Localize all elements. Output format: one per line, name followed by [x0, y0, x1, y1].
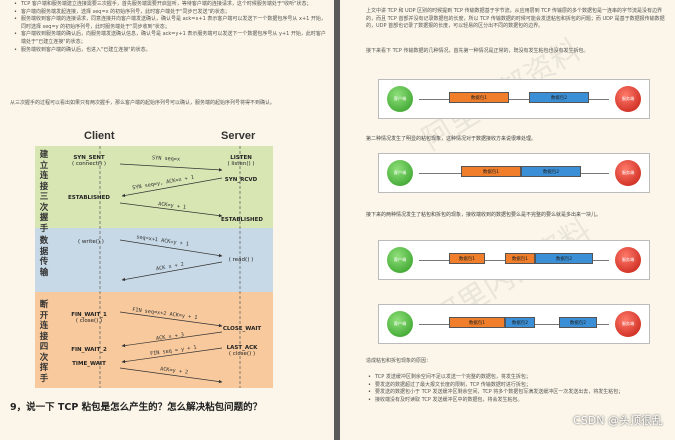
cause-item: 要发送的数据超过了最大报文长度的限制，TCP 传输数据时进行拆包；: [366, 382, 666, 390]
csdn-watermark: CSDN @头顶很乱: [573, 414, 663, 427]
packet-1-part: 数据包1: [449, 253, 485, 264]
causes-list: TCP 发送缓冲区剩余空间不足以发送一个完整的数据包，将发生拆包； 要发送的数据…: [366, 374, 666, 404]
arrow-data: [119, 239, 223, 258]
arrow-ack: [119, 202, 223, 218]
server-node: 服务端: [615, 86, 641, 112]
packet-diagram-split-b: 客户端 数据包1 数据包2 数据包2 服务端: [378, 304, 650, 344]
packet-2-part: 数据包2: [505, 317, 535, 328]
arrow-syn-ack: [121, 177, 223, 198]
packet-diagram-sticky: 客户端 数据包1 数据包2 服务端: [378, 153, 650, 193]
bullet-item: 服务端收到客户端的连接请求，同意连接并向客户端发送确认，确认号是 ack=x+1…: [12, 16, 328, 31]
arrow-fin1-ack: [121, 331, 223, 348]
state-fin-wait-2: FIN_WAIT_2: [71, 347, 107, 353]
band-label-handshake: 建立连接三次握手: [39, 150, 49, 234]
packet-diagram-split-a: 客户端 数据包1 数据包1 数据包2 服务端: [378, 240, 650, 280]
state-close-wait: CLOSE_WAIT: [222, 326, 262, 332]
state-server-read: ( read() ): [228, 257, 254, 263]
packet-2: 数据包2: [535, 253, 593, 264]
state-server-established: ESTABLISHED: [221, 217, 263, 223]
left-page: 阿里内部资料 TCP 客户端和服务端建立连接需要三次握手，首先服务端需要开启监听…: [0, 0, 334, 440]
arrow-final-ack: [119, 367, 223, 384]
client-label: Client: [84, 130, 115, 142]
server-label: Server: [221, 130, 256, 142]
packet-1-part: 数据包1: [505, 253, 535, 264]
client-node: 客户端: [387, 160, 413, 186]
server-node: 服务端: [615, 160, 641, 186]
state-fin-wait-1: FIN_WAIT_1( close() ): [71, 312, 107, 324]
case-two-caption: 第二种情况发生了明显的粘包现象，这种情况对于数据接收方来说很难处理。: [366, 136, 537, 142]
state-syn-rcvd: SYN_RCVD: [224, 177, 258, 183]
cause-item: 接收端没有及时读取 TCP 发送缓冲区中的数据包，将会发生粘包。: [366, 397, 666, 405]
band-label-close: 断开连接四次挥手: [39, 300, 49, 384]
packet-1: 数据包1: [449, 92, 509, 103]
band-handshake: [35, 146, 273, 228]
bullet-item: TCP 客户端和服务端建立连接需要三次握手，首先服务端需要开启监听，等待客户端的…: [12, 1, 328, 9]
bullet-item: 客户端向服务端发起连接，选择 seq=x 的初始序列号，此时客户端处于"同步已发…: [12, 9, 328, 17]
client-node: 客户端: [387, 247, 413, 273]
arrow-fin2: [121, 347, 223, 364]
sticky-packet-paragraph: 上文中讲 TCP 和 UDP 区别的时候提到 TCP 传输数据基于字节流，从应用…: [366, 8, 665, 30]
packet-2: 数据包2: [529, 92, 589, 103]
packet-2: 数据包2: [521, 166, 581, 177]
question-heading: 9，说一下 TCP 粘包是怎么产生的？怎么解决粘包问题的？: [10, 402, 263, 413]
handshake-bullet-list: TCP 客户端和服务端建立连接需要三次握手，首先服务端需要开启监听，等待客户端的…: [12, 1, 328, 54]
packet-diagram-normal: 客户端 数据包1 数据包2 服务端: [378, 79, 650, 119]
state-last-ack: LAST_ACK( close() ): [226, 345, 258, 357]
packet-1: 数据包1: [449, 317, 505, 328]
state-time-wait: TIME_WAIT: [72, 361, 106, 367]
case-three-caption: 接下来的两种情况发生了粘包和拆包的现象，接收端收到的数据包要么是不完整的要么就是…: [366, 212, 602, 218]
bullet-item: 客户端收到服务端的确认后，向服务端发送确认信息，确认号是 ack=y+1 表示服…: [12, 31, 328, 46]
band-close: [35, 292, 273, 388]
tcp-sequence-diagram: [99, 146, 241, 388]
cause-item: TCP 发送缓冲区剩余空间不足以发送一个完整的数据包，将发生拆包；: [366, 374, 666, 382]
causes-title: 造成粘包和拆包现象的原因：: [366, 358, 432, 364]
state-client-established: ESTABLISHED: [68, 195, 110, 201]
right-page: 阿里内部资料 阿里内部资料 上文中讲 TCP 和 UDP 区别的时候提到 TCP…: [340, 0, 675, 440]
client-node: 客户端: [387, 86, 413, 112]
packet-1: 数据包1: [461, 166, 521, 177]
server-node: 服务端: [615, 311, 641, 337]
band-transfer: [35, 228, 273, 292]
bullet-item: 服务端收到客户端的确认后，也进入"已建立连接"的状态。: [12, 47, 328, 55]
arrow-fin1: [119, 311, 223, 328]
state-listen: LISTEN( listen() ): [227, 155, 255, 167]
state-syn-sent: SYN_SENT( connect() ): [71, 155, 106, 167]
arrow-syn: [119, 163, 223, 172]
band-label-transfer: 数据传输: [39, 236, 49, 278]
case-intro-paragraph: 接下来看下 TCP 传输数据的几种情况，首先第一种情况是正常的，既没有发生粘包也…: [366, 48, 589, 54]
packet-2-part: 数据包2: [559, 317, 597, 328]
state-client-write: ( write() ): [78, 239, 104, 245]
arrow-data-ack: [121, 261, 223, 282]
client-node: 客户端: [387, 311, 413, 337]
cause-item: 要发送的数据包小于 TCP 发送缓冲区剩余空间，TCP 将多个数据包写满发送缓冲…: [366, 389, 666, 397]
handshake-paragraph: 从三次握手的过程可以看出如果只有两次握手，那么客户端的起始序列号可以确认，服务端…: [10, 100, 276, 106]
server-node: 服务端: [615, 247, 641, 273]
